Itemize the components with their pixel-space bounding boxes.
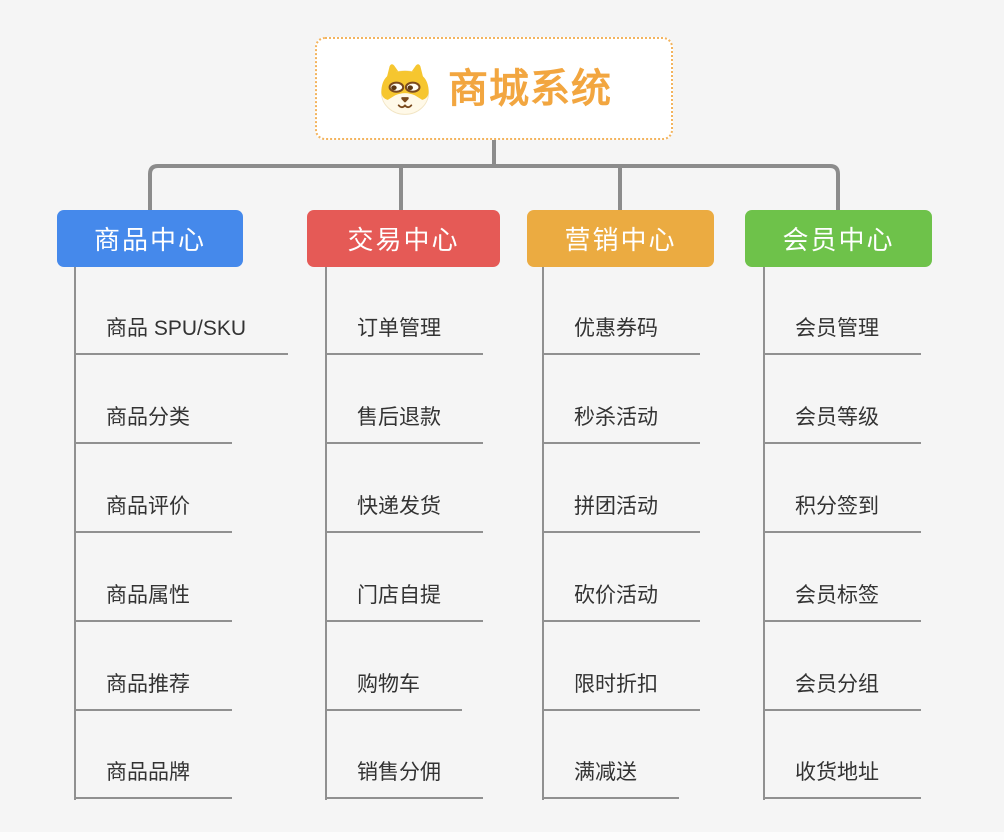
leaf-node-product-brand[interactable]: 商品品牌 [76, 757, 232, 799]
leaf-node-product-review[interactable]: 商品评价 [76, 491, 232, 533]
branch-node-product-center[interactable]: 商品中心 [57, 210, 243, 267]
leaf-node-after-sales-refund[interactable]: 售后退款 [327, 402, 483, 444]
branch-children-marketing-center: 优惠券码 秒杀活动 拼团活动 砍价活动 限时折扣 满减送 [542, 267, 792, 800]
leaf-node-product-attribute[interactable]: 商品属性 [76, 580, 232, 622]
branch-node-label: 会员中心 [782, 225, 895, 255]
leaf-node-member-group[interactable]: 会员分组 [765, 669, 921, 711]
leaf-node-limited-time-discount[interactable]: 限时折扣 [544, 669, 700, 711]
bottom-edge-strip [0, 832, 1004, 840]
leaf-node-flash-sale[interactable]: 秒杀活动 [544, 402, 700, 444]
leaf-node-product-recommend[interactable]: 商品推荐 [76, 669, 232, 711]
leaf-node-bargain-activity[interactable]: 砍价活动 [544, 580, 700, 622]
leaf-node-product-category[interactable]: 商品分类 [76, 402, 232, 444]
leaf-node-coupon-code[interactable]: 优惠券码 [544, 313, 700, 355]
branch-children-product-center: 商品 SPU/SKU 商品分类 商品评价 商品属性 商品推荐 商品品牌 [74, 267, 324, 800]
root-node-label: 商城系统 [448, 66, 612, 111]
branch-children-member-center: 会员管理 会员等级 积分签到 会员标签 会员分组 收货地址 [763, 267, 1004, 800]
leaf-node-full-reduction[interactable]: 满减送 [544, 757, 679, 799]
leaf-node-store-pickup[interactable]: 门店自提 [327, 580, 483, 622]
branch-node-marketing-center[interactable]: 营销中心 [527, 210, 714, 267]
leaf-node-points-check-in[interactable]: 积分签到 [765, 491, 921, 533]
branch-node-label: 商品中心 [93, 225, 206, 255]
leaf-node-order-management[interactable]: 订单管理 [327, 313, 483, 355]
branch-children-trade-center: 订单管理 售后退款 快递发货 门店自提 购物车 销售分佣 [325, 267, 575, 800]
leaf-node-member-management[interactable]: 会员管理 [765, 313, 921, 355]
leaf-node-product-spu-sku[interactable]: 商品 SPU/SKU [76, 313, 289, 355]
leaf-node-member-level[interactable]: 会员等级 [765, 402, 921, 444]
dog-face-icon [380, 63, 430, 115]
branch-node-member-center[interactable]: 会员中心 [745, 210, 932, 267]
leaf-node-sales-commission[interactable]: 销售分佣 [327, 757, 483, 799]
branch-node-label: 交易中心 [347, 225, 460, 255]
leaf-node-member-tag[interactable]: 会员标签 [765, 580, 921, 622]
leaf-node-group-buy[interactable]: 拼团活动 [544, 491, 700, 533]
leaf-node-express-delivery[interactable]: 快递发货 [327, 491, 483, 533]
branch-node-trade-center[interactable]: 交易中心 [307, 210, 500, 267]
branch-node-label: 营销中心 [564, 225, 677, 255]
leaf-node-shopping-cart[interactable]: 购物车 [327, 669, 462, 711]
leaf-node-shipping-address[interactable]: 收货地址 [765, 757, 921, 799]
root-node-mall-system[interactable]: 商城系统 [315, 37, 673, 140]
